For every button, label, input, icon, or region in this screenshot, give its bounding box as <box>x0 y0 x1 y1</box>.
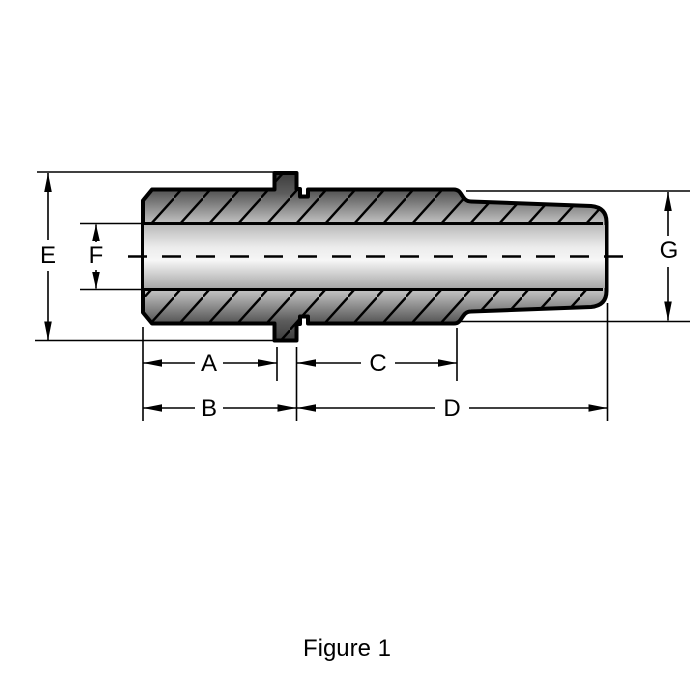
dimension-label-b: B <box>201 395 217 422</box>
dimension-c: C <box>297 350 457 377</box>
arrowhead-right <box>438 359 457 367</box>
figure-caption: Figure 1 <box>303 635 391 662</box>
dimension-label-g: G <box>660 237 679 264</box>
arrowhead-up <box>92 224 100 241</box>
arrowhead-right <box>588 404 608 412</box>
dimension-label-d: D <box>443 395 460 422</box>
extension-lines-bottom <box>142 303 609 421</box>
arrowhead-down <box>92 272 100 289</box>
dimension-e: E <box>35 171 281 342</box>
dimension-label-c: C <box>369 350 386 377</box>
dimension-label-e: E <box>40 242 56 269</box>
arrowhead-down <box>664 301 672 321</box>
arrowhead-up <box>44 173 52 192</box>
dimension-f: F <box>80 222 147 291</box>
arrowhead-left <box>297 404 316 412</box>
dimension-label-f: F <box>89 242 104 269</box>
arrowhead-left <box>297 359 316 367</box>
bore-edge-lines <box>143 222 603 291</box>
arrowhead-down <box>44 321 52 341</box>
arrowhead-left <box>143 359 162 367</box>
arrowhead-right <box>258 359 277 367</box>
arrowhead-right <box>277 404 297 412</box>
arrowhead-up <box>664 192 672 211</box>
dimension-a: A <box>143 350 277 377</box>
dimension-g: G <box>459 190 690 323</box>
dimension-label-a: A <box>201 350 217 377</box>
arrowhead-left <box>143 404 162 412</box>
dimension-b: B <box>143 395 297 422</box>
part-cross-section <box>128 171 632 343</box>
dimension-d: D <box>297 395 608 422</box>
